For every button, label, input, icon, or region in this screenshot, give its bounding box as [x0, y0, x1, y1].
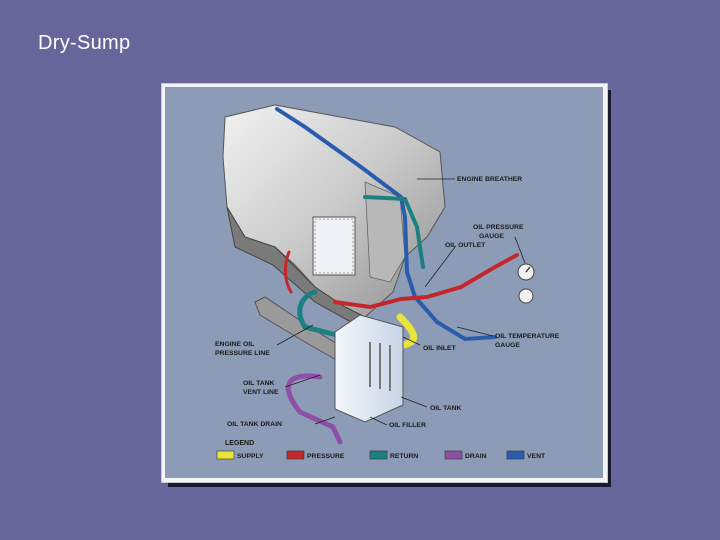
- label-oil-filler: OIL FILLER: [389, 422, 426, 429]
- legend-label-vent: VENT: [527, 453, 546, 460]
- legend-label-pressure: PRESSURE: [307, 453, 345, 460]
- diagram-panel: ENGINE BREATHER OIL PRESSURE GAUGE OIL O…: [165, 87, 603, 478]
- legend-label-return: RETURN: [390, 453, 418, 460]
- legend-swatch-supply: [216, 450, 235, 460]
- oil-cooler: [312, 216, 356, 276]
- slide-title: Dry-Sump: [38, 32, 131, 54]
- legend-label-supply: SUPPLY: [237, 453, 264, 460]
- legend-item-return: RETURN: [369, 450, 418, 460]
- legend-item-pressure: PRESSURE: [286, 450, 345, 460]
- label-oil-tank-vent-line-1: OIL TANK: [243, 380, 275, 387]
- label-oil-tank-vent-line-2: VENT LINE: [243, 389, 279, 396]
- legend-label-drain: DRAIN: [465, 453, 487, 460]
- legend: LEGEND SUPPLY PRESSURE RETURN DRAIN: [216, 440, 546, 460]
- pressure-lines: [283, 250, 519, 310]
- legend-item-drain: DRAIN: [444, 450, 487, 460]
- legend-title: LEGEND: [225, 440, 254, 447]
- diagram-figure: ENGINE BREATHER OIL PRESSURE GAUGE OIL O…: [161, 83, 608, 483]
- drain-line: [285, 373, 343, 445]
- legend-swatch-return: [369, 450, 388, 460]
- label-oil-pressure-gauge-2: GAUGE: [479, 233, 504, 240]
- label-oil-temperature-gauge-2: GAUGE: [495, 342, 520, 349]
- oil-tank-body: [334, 314, 404, 423]
- oil-system-diagram: ENGINE BREATHER OIL PRESSURE GAUGE OIL O…: [215, 104, 560, 460]
- label-oil-inlet: OIL INLET: [423, 345, 457, 352]
- label-oil-temperature-gauge-1: OIL TEMPERATURE: [495, 333, 560, 340]
- return-lines: [297, 195, 425, 338]
- label-oil-tank: OIL TANK: [430, 405, 462, 412]
- legend-swatch-vent: [506, 450, 525, 460]
- leader-lines: [276, 178, 526, 426]
- label-engine-breather: ENGINE BREATHER: [457, 176, 522, 183]
- legend-item-supply: SUPPLY: [216, 450, 264, 460]
- label-engine-oil-pressure-line-1: ENGINE OIL: [215, 341, 254, 348]
- label-oil-outlet: OIL OUTLET: [445, 242, 486, 249]
- legend-swatch-pressure: [286, 450, 305, 460]
- engine-body: [222, 104, 446, 363]
- oil-pressure-gauge-icon: [517, 263, 535, 281]
- legend-item-vent: VENT: [506, 450, 546, 460]
- legend-swatch-drain: [444, 450, 463, 460]
- label-oil-tank-drain: OIL TANK DRAIN: [227, 421, 282, 428]
- label-oil-pressure-gauge-1: OIL PRESSURE: [473, 224, 524, 231]
- label-engine-oil-pressure-line-2: PRESSURE LINE: [215, 350, 270, 357]
- oil-temperature-gauge-icon: [518, 288, 534, 304]
